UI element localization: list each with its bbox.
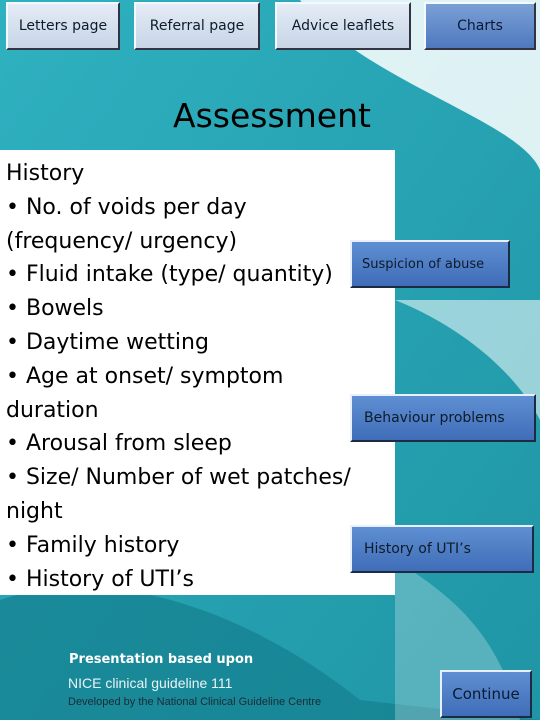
page-title: Assessment [173, 96, 371, 135]
history-of-utis-button[interactable]: History of UTI’s [350, 525, 534, 573]
footer-developer: Developed by the National Clinical Guide… [68, 696, 322, 708]
history-heading: History [6, 161, 85, 186]
content-panel [0, 150, 395, 595]
charts-button[interactable]: Charts [424, 2, 536, 50]
referral-page-button[interactable]: Referral page [134, 2, 260, 50]
history-list: History • No. of voids per day (frequenc… [6, 157, 396, 596]
list-item: night [6, 498, 63, 524]
list-item: (frequency/ urgency) [6, 228, 238, 254]
footer-guideline: NICE clinical guideline 111 [68, 675, 233, 691]
footer-presentation-note: Presentation based upon [69, 652, 254, 667]
suspicion-of-abuse-button[interactable]: Suspicion of abuse [350, 240, 510, 288]
list-item: • Size/ Number of wet patches/ [6, 465, 351, 491]
behaviour-problems-button[interactable]: Behaviour problems [350, 394, 536, 442]
list-item: • Family history [6, 532, 180, 558]
list-item: • History of UTI’s [6, 566, 194, 592]
list-item: duration [6, 397, 99, 423]
list-item: • Bowels [6, 296, 104, 322]
list-item: • No. of voids per day [6, 194, 247, 220]
advice-leaflets-button[interactable]: Advice leaflets [275, 2, 411, 50]
list-item: • Age at onset/ symptom [6, 363, 284, 389]
letters-page-button[interactable]: Letters page [6, 2, 120, 50]
continue-button[interactable]: Continue [440, 670, 532, 718]
list-item: • Arousal from sleep [6, 431, 232, 457]
list-item: • Daytime wetting [6, 329, 209, 355]
list-item: • Fluid intake (type/ quantity) [6, 262, 333, 288]
